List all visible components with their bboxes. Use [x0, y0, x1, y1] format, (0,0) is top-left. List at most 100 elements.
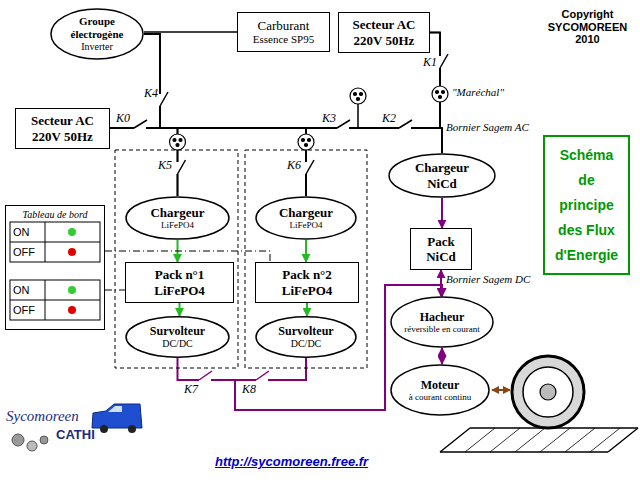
node-text: Carburant [253, 18, 314, 33]
battery-box: Pack n°2 LiFePO4 [255, 262, 359, 303]
node-text: Pack n°2 LiFePO4 [260, 267, 354, 298]
ellipse-shape [51, 9, 143, 59]
node-text: Chargeur [279, 205, 333, 220]
wheel [512, 356, 584, 428]
energy-flow-line [110, 128, 442, 153]
generator-ellipse: Groupe électrogèneInverter [50, 8, 144, 60]
road [440, 428, 638, 452]
switch-label: K4 [144, 87, 158, 101]
energy-flow-line [306, 303, 308, 316]
node-text: Inverter [63, 41, 131, 53]
node-text: LiFePO4 [279, 220, 333, 231]
switch-label: K5 [158, 159, 172, 173]
node-text: DC/DC [150, 338, 205, 350]
node-text: Pack n°1 LiFePO4 [130, 267, 229, 298]
switch-label: K8 [242, 383, 256, 397]
text-stack: Pack NiCd [415, 234, 467, 265]
charger-ellipse: ChargeurLiFePO4 [125, 196, 230, 240]
text-stack: ChargeurLiFePO4 [279, 205, 333, 231]
ellipse-shape [126, 317, 229, 357]
node-text: Hacheur [404, 310, 479, 324]
table-cell: ON [13, 226, 30, 239]
ellipse-shape [391, 297, 493, 347]
node-text: Secteur AC [353, 17, 416, 32]
energy-flow-line [144, 31, 237, 33]
energy-flow-line [441, 198, 443, 228]
battery-box: Pack n°1 LiFePO4 [125, 262, 234, 303]
node-text: DC/DC [278, 338, 333, 350]
energy-flow-line [441, 348, 443, 364]
table-cell: ON [13, 284, 30, 297]
ellipse-shape [391, 365, 489, 415]
switch-label: K3 [322, 112, 336, 126]
energy-flow-line [110, 128, 178, 196]
switch-label: K1 [423, 56, 437, 70]
battery-box: Pack NiCd [410, 228, 472, 270]
energy-flow-line [305, 240, 307, 262]
ellipse-shape [256, 317, 356, 357]
text-stack: SurvolteurDC/DC [278, 324, 333, 350]
connector-label: "Maréchal" [452, 86, 504, 99]
text-stack: Pack n°2 LiFePO4 [260, 267, 354, 298]
chopper-ellipse: Hacheurréversible en courant [390, 296, 494, 348]
copyright-note: Copyright SYCOMOREEN 2010 [540, 8, 635, 46]
logo-text: Sycomoreen [6, 408, 79, 425]
charger-ellipse: Chargeur NiCd [388, 153, 496, 198]
text-stack: Pack n°1 LiFePO4 [130, 267, 229, 298]
dashboard-table [10, 222, 100, 320]
text-stack: Hacheurréversible en courant [404, 310, 479, 335]
indicator-dot [68, 228, 76, 314]
switch-label: K6 [287, 159, 301, 173]
node-text: Chargeur [150, 205, 204, 220]
title-box: Schéma de principe des Flux d'Energie [543, 135, 630, 275]
charger-ellipse: ChargeurLiFePO4 [255, 196, 357, 240]
node-text: Groupe électrogène [63, 15, 131, 41]
mains-box: Secteur AC220V 50Hz [15, 108, 110, 149]
text-stack: Groupe électrogèneInverter [63, 15, 131, 53]
torque-arrow [492, 389, 510, 391]
energy-flow-line [179, 303, 181, 316]
node-text: Tableau de bord [23, 209, 88, 221]
socket-symbol [170, 86, 449, 150]
node-text: Essence SP95 [253, 33, 314, 46]
text-stack: Secteur AC220V 50Hz [353, 17, 416, 48]
fuel-box: CarburantEssence SP95 [237, 12, 330, 52]
converter-ellipse: SurvolteurDC/DC [255, 316, 357, 358]
node-text: Survolteur [278, 324, 333, 338]
converter-ellipse: SurvolteurDC/DC [125, 316, 230, 358]
url-link: http://sycomoreen.free.fr [215, 455, 368, 470]
switch-label: K0 [116, 112, 130, 126]
node-text: 220V 50Hz [31, 129, 94, 144]
text-stack: CarburantEssence SP95 [253, 18, 314, 46]
node-text: à courant continu [409, 392, 471, 403]
switch-label: K2 [382, 112, 396, 126]
terminal-label: Bornier Sagem DC [446, 273, 530, 286]
node-text: 220V 50Hz [353, 33, 416, 48]
mains-box: Secteur AC220V 50Hz [338, 12, 430, 53]
motor-ellipse: Moteurà courant continu [390, 364, 490, 416]
text-stack: SurvolteurDC/DC [150, 324, 205, 350]
text-stack: Moteurà courant continu [409, 378, 471, 403]
ellipse-shape [389, 154, 495, 197]
node-text: réversible en courant [404, 324, 479, 335]
switch-label: K7 [184, 383, 198, 397]
text-stack: Secteur AC220V 50Hz [31, 113, 94, 144]
node-text: Survolteur [150, 324, 205, 338]
ellipse-shape [256, 197, 356, 239]
terminal-label: Bornier Sagem AC [446, 121, 529, 134]
energy-flow-line [144, 34, 306, 196]
text-stack: Tableau de bord [23, 209, 88, 221]
node-text: Chargeur NiCd [403, 160, 481, 191]
ellipse-shape [126, 197, 229, 239]
table-cell: OFF [13, 304, 35, 317]
node-text: Secteur AC [31, 113, 94, 128]
text-stack: ChargeurLiFePO4 [150, 205, 204, 231]
node-text: Pack NiCd [415, 234, 467, 265]
node-text: LiFePO4 [150, 220, 204, 231]
diagram-title: Schéma de principe des Flux d'Energie [553, 143, 621, 268]
table-cell: OFF [13, 246, 35, 259]
group-frame [115, 150, 367, 368]
branch-wire [357, 104, 359, 128]
logo-text: CATHI [56, 428, 95, 443]
